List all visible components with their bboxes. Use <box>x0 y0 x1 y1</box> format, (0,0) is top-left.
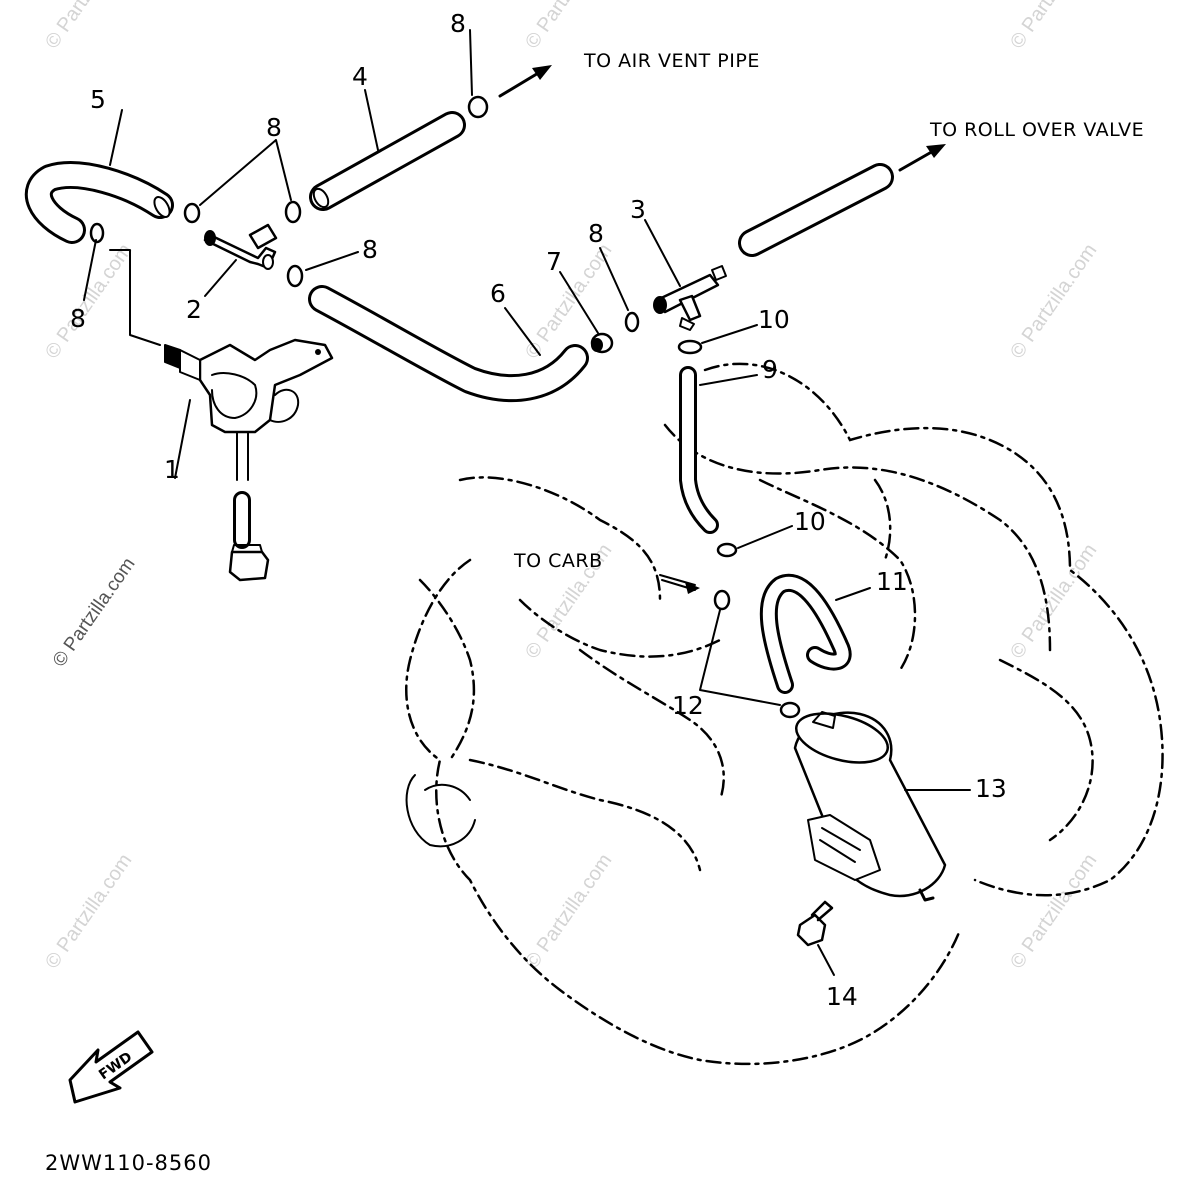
watermark: © Partzilla.com <box>1006 850 1101 973</box>
callout-3: 3 <box>630 195 646 224</box>
callout-11: 11 <box>876 567 908 596</box>
clamp-8 <box>286 264 304 288</box>
callout-13: 13 <box>975 774 1007 803</box>
clamp-8 <box>624 311 640 333</box>
callout-8: 8 <box>450 9 466 38</box>
callout-8: 8 <box>70 304 86 333</box>
label-to-carb: TO CARB <box>513 550 603 572</box>
callout-6: 6 <box>490 279 506 308</box>
part-1-valve <box>164 338 334 434</box>
callout-2: 2 <box>186 295 202 324</box>
front-arrow-icon: FWD <box>68 1030 154 1104</box>
label-to-air-vent-pipe: TO AIR VENT PIPE <box>583 50 760 72</box>
label-to-roll-over-valve: TO ROLL OVER VALVE <box>929 119 1144 141</box>
diagram-code: 2WW110-8560 <box>45 1151 212 1175</box>
watermark: © Partzilla.com <box>41 0 136 53</box>
callout-1: 1 <box>164 455 180 484</box>
callout-8: 8 <box>266 113 282 142</box>
part-7-fitting <box>590 332 614 354</box>
callout-5: 5 <box>90 85 106 114</box>
watermark: © Partzilla.com <box>521 850 616 973</box>
callout-4: 4 <box>352 62 368 91</box>
watermark: © Partzilla.com <box>521 0 616 53</box>
callout-10: 10 <box>758 305 790 334</box>
clamp-8 <box>467 95 489 119</box>
destination-labels: TO AIR VENT PIPE TO ROLL OVER VALVE TO C… <box>513 50 1144 572</box>
clamp-8 <box>183 202 201 224</box>
clamps <box>89 95 801 719</box>
leader-lines <box>83 29 971 976</box>
part-2-t-joint <box>203 223 278 270</box>
connector <box>228 544 270 582</box>
part-3-t-joint <box>653 265 727 331</box>
clamp-8 <box>89 222 105 244</box>
callout-12: 12 <box>672 691 704 720</box>
clamp-12 <box>713 589 731 611</box>
part-14-bolt <box>796 900 834 947</box>
callout-9: 9 <box>762 355 778 384</box>
watermark: © Partzilla.com <box>41 240 136 363</box>
callout-8: 8 <box>362 235 378 264</box>
engine-outline <box>405 362 1164 1066</box>
watermark: © Partzilla.com <box>1006 540 1101 663</box>
callout-14: 14 <box>826 982 858 1011</box>
clamp-10 <box>716 542 738 558</box>
watermark: © Partzilla.com <box>41 850 136 973</box>
part-13-canister <box>793 711 947 902</box>
hoses <box>25 111 894 694</box>
callouts: 5 4 8 8 8 8 8 2 3 7 6 10 9 10 11 12 13 1… <box>70 9 1007 1011</box>
callout-7: 7 <box>546 247 562 276</box>
watermark: © Partzilla.com <box>49 554 140 671</box>
clamp-8 <box>284 200 302 224</box>
flow-arrows <box>498 65 946 594</box>
clamp-10 <box>677 339 703 355</box>
callout-8: 8 <box>588 219 604 248</box>
watermark: © Partzilla.com <box>1006 0 1101 53</box>
clamp-12 <box>779 701 801 719</box>
callout-10: 10 <box>794 507 826 536</box>
watermark: © Partzilla.com <box>1006 240 1101 363</box>
